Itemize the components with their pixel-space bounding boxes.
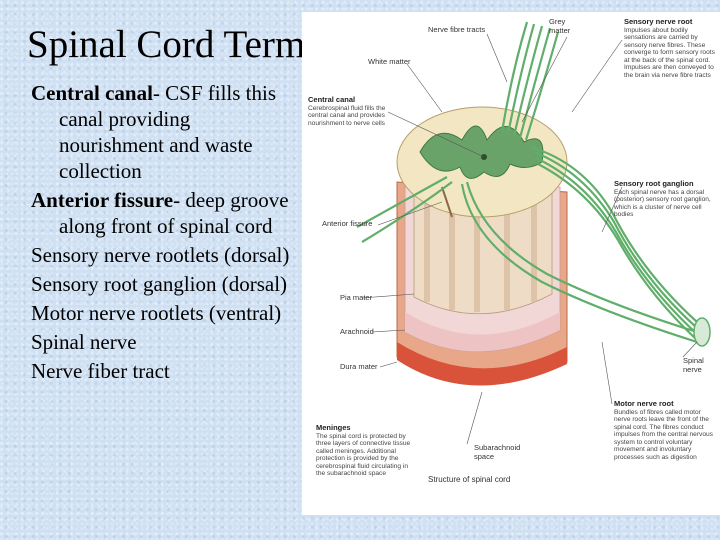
label-anterior-fissure: Anterior fissure [322, 219, 373, 228]
label-arachnoid: Arachnoid [340, 327, 374, 336]
label-nerve-fibre-tracts: Nerve fibre tracts [428, 25, 486, 34]
term-definition: Sensory root ganglion (dorsal) [31, 272, 288, 296]
sensory-root-desc: Impulses about bodily sensations are car… [624, 26, 715, 80]
label-white-matter: White matter [368, 57, 411, 66]
sensory-root-title: Sensory nerve root [624, 17, 693, 26]
term-definition: Sensory nerve rootlets (dorsal) [31, 243, 290, 267]
term-nerve-fiber-tract: Nerve fiber tract [31, 358, 296, 384]
label-spinal-nerve: Spinal nerve [683, 356, 704, 374]
figure-caption: Structure of spinal cord [428, 475, 511, 484]
label-central-canal: Central canal Cerebrospinal fluid fills … [308, 95, 388, 127]
term-central-canal: Central canal- CSF fills this canal prov… [31, 80, 296, 184]
term-definition: Motor nerve rootlets (ventral) [31, 301, 282, 325]
label-subarachnoid-space: Subarachnoid space [474, 443, 521, 461]
arachnoid-band [405, 312, 560, 352]
leader-lines [361, 33, 698, 445]
term-definition: Spinal nerve [31, 330, 137, 354]
term-motor-rootlets: Motor nerve rootlets (ventral) [31, 300, 296, 326]
term-spinal-nerve: Spinal nerve [31, 329, 296, 355]
label-meninges: Meninges The spinal cord is protected by… [316, 423, 416, 478]
label-grey-matter: Grey matter [549, 17, 571, 35]
label-pia-mater: Pia mater [340, 293, 373, 302]
central-canal-desc: Cerebrospinal fluid fills the central ca… [308, 104, 386, 127]
label-sensory-nerve-root: Sensory nerve root Impulses about bodily… [624, 17, 716, 80]
terms-list: Central canal- CSF fills this canal prov… [31, 80, 296, 387]
term-definition: Nerve fiber tract [31, 359, 170, 383]
slide-title: Spinal Cord Terms [27, 23, 321, 66]
term-definition: - CSF fills this canal providing nourish… [59, 81, 277, 183]
label-motor-nerve-root: Motor nerve root Bundles of fibres calle… [614, 399, 716, 462]
term-sensory-rootlets: Sensory nerve rootlets (dorsal) [31, 242, 296, 268]
term-definition: - deep groove along front of spinal cord [59, 188, 289, 238]
spinal-cord-figure: Nerve fibre tracts Grey matter White mat… [302, 12, 720, 515]
central-canal-title: Central canal [308, 95, 356, 104]
meninges-desc: The spinal cord is protected by three la… [316, 432, 411, 478]
anterior-fissure-groove [441, 186, 453, 218]
nerve-rootlets [356, 21, 698, 344]
term-name: Anterior fissure [31, 188, 174, 212]
spinal-nerve-end [693, 317, 711, 347]
label-dura-mater: Dura mater [340, 362, 378, 371]
sensory-ganglion-desc: Each spinal nerve has a dorsal (posterio… [614, 188, 711, 219]
sensory-ganglion-title: Sensory root ganglion [614, 179, 694, 188]
spinal-cord-illustration [356, 21, 711, 445]
meninges-title: Meninges [316, 423, 351, 432]
motor-root-title: Motor nerve root [614, 399, 674, 408]
term-anterior-fissure: Anterior fissure- deep groove along fron… [31, 187, 296, 239]
dura-mater-base [397, 342, 567, 386]
term-name: Central canal [31, 81, 153, 105]
label-sensory-root-ganglion: Sensory root ganglion Each spinal nerve … [614, 179, 716, 219]
term-sensory-ganglion: Sensory root ganglion (dorsal) [31, 271, 296, 297]
motor-root-desc: Bundles of fibres called motor nerve roo… [614, 408, 713, 462]
